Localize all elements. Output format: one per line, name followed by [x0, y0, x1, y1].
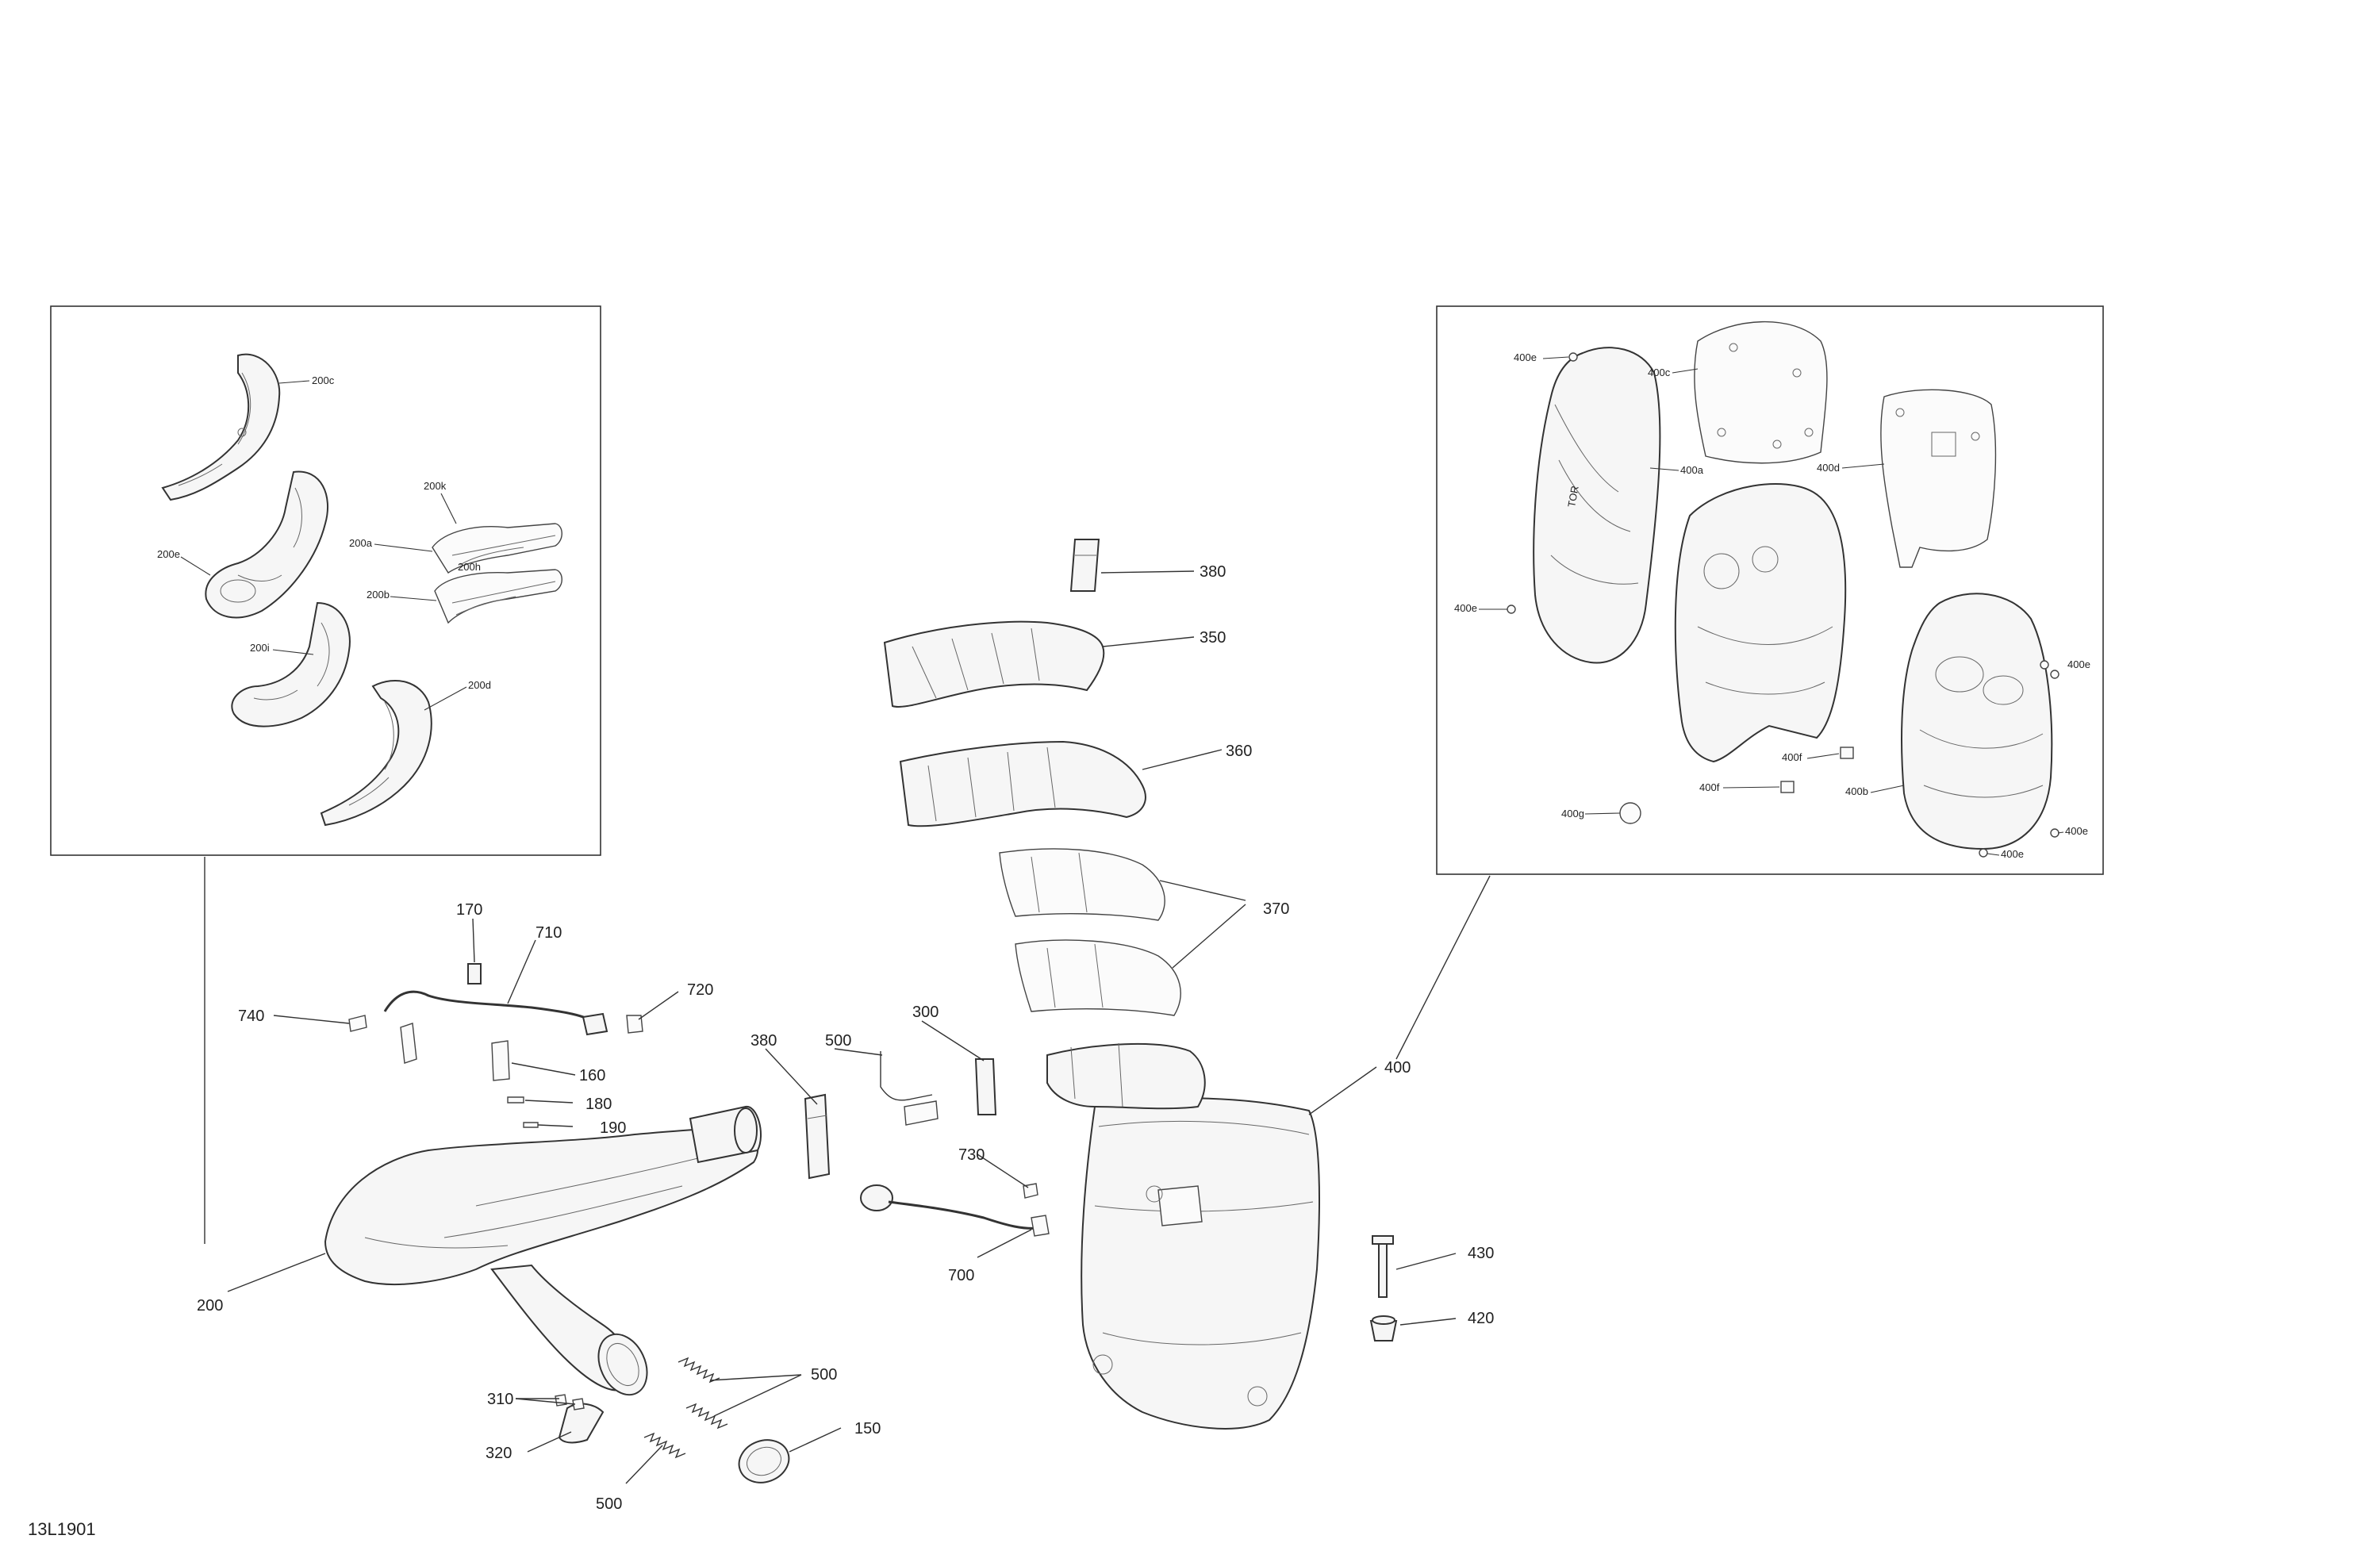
inset-muffler-shields: TOR — [1395, 305, 2104, 1060]
part-150-ring — [738, 1439, 790, 1484]
callout-720: 720 — [687, 981, 713, 999]
callout-150: 150 — [854, 1420, 881, 1437]
callout-400: 400 — [1384, 1059, 1411, 1077]
svg-text:TOR: TOR — [1565, 485, 1580, 508]
part-420-grommet — [1369, 1315, 1398, 1341]
callout-710: 710 — [536, 924, 562, 942]
callout-400c: 400c — [1648, 367, 1671, 378]
part-400-muffler — [1046, 1042, 1320, 1430]
callout-380-top: 380 — [1200, 563, 1226, 581]
callout-500-top: 500 — [825, 1032, 851, 1050]
part-430-bolt — [1372, 1235, 1394, 1298]
cover-400a: TOR — [1533, 347, 1661, 664]
shield-200i — [231, 601, 351, 727]
callout-200e: 200e — [157, 548, 180, 560]
callout-400e-1: 400e — [1514, 351, 1537, 363]
callout-310: 310 — [487, 1391, 513, 1408]
part-700-sensor-tube — [860, 1184, 1050, 1237]
callout-320: 320 — [486, 1445, 512, 1462]
gasket-400c — [1694, 320, 1828, 464]
callout-700: 700 — [948, 1267, 974, 1284]
part-180-screw — [507, 1096, 524, 1104]
housing-400 — [1674, 483, 1847, 763]
callout-200b: 200b — [367, 589, 390, 601]
guard-200b — [434, 569, 562, 624]
callout-400g: 400g — [1561, 808, 1584, 819]
callout-400f-1: 400f — [1782, 751, 1802, 763]
callout-740: 740 — [238, 1008, 264, 1025]
part-380-clamp-lower — [804, 1093, 831, 1180]
callout-500-right: 500 — [811, 1366, 837, 1384]
drawing-id: 13L1901 — [28, 1519, 96, 1539]
fasteners-400 — [1507, 352, 2059, 858]
part-300-clamp — [974, 1058, 997, 1115]
callout-500-bottom: 500 — [596, 1495, 622, 1513]
callout-420: 420 — [1468, 1310, 1494, 1327]
callout-430: 430 — [1468, 1245, 1494, 1262]
callout-370: 370 — [1263, 900, 1289, 918]
shield-200c — [161, 353, 281, 501]
part-200-expansion-chamber — [324, 1106, 762, 1396]
callout-200: 200 — [197, 1297, 223, 1315]
callout-160: 160 — [579, 1067, 605, 1084]
inset-right-link-line — [1395, 875, 1491, 1060]
part-160-bracket — [491, 1040, 510, 1081]
callout-400e-2: 400e — [1454, 602, 1477, 614]
cover-400b — [1901, 593, 2053, 850]
callout-400e-3: 400e — [2067, 658, 2090, 670]
callout-400a: 400a — [1680, 464, 1704, 476]
callout-380-lower: 380 — [750, 1032, 777, 1050]
inset-left-callouts: 200c 200k 200a 200h 200e 200b 200i 200d — [157, 374, 491, 711]
part-500-spring-c — [643, 1432, 686, 1459]
part-710-tube — [383, 990, 608, 1064]
callout-300: 300 — [912, 1004, 939, 1021]
callout-200d: 200d — [468, 679, 491, 691]
part-500-spring-top — [880, 1051, 939, 1126]
shield-200e — [205, 470, 329, 619]
part-500-spring-b — [685, 1403, 728, 1430]
callout-350: 350 — [1200, 629, 1226, 647]
part-170-fitting — [467, 963, 482, 985]
part-190-screw — [523, 1122, 539, 1128]
gasket-400d — [1880, 389, 1997, 568]
callout-180: 180 — [585, 1096, 612, 1113]
callout-400f-2: 400f — [1699, 781, 1720, 793]
inset-heat-shields: 200c 200k 200a 200h 200e 200b 200i 200d — [50, 305, 601, 1244]
inset-right-callouts: 400e 400c 400a 400d 400e 400e 400f 400f … — [1454, 351, 2090, 860]
callout-200c: 200c — [312, 374, 335, 386]
part-360-pipe — [899, 740, 1146, 827]
callout-200i: 200i — [250, 642, 270, 654]
part-370-sleeve-b — [1015, 939, 1181, 1016]
callout-400d: 400d — [1817, 462, 1840, 474]
shield-200d — [320, 679, 432, 827]
callout-190: 190 — [600, 1119, 626, 1137]
part-720-clamp — [626, 1015, 643, 1034]
callout-200a: 200a — [349, 537, 373, 549]
main-exploded-view: 380 350 360 370 170 710 740 720 160 180 … — [197, 539, 1494, 1513]
callout-400b: 400b — [1845, 785, 1868, 797]
main-leaders — [227, 570, 1457, 1484]
inset-right-frame — [1436, 305, 2104, 875]
callout-200k: 200k — [424, 480, 447, 492]
part-500-spring-a — [678, 1357, 720, 1384]
part-370-sleeve-a — [999, 848, 1165, 921]
callout-400e-5: 400e — [2001, 848, 2024, 860]
callout-400e-4: 400e — [2065, 825, 2088, 837]
callout-170: 170 — [456, 901, 482, 919]
part-740-clip — [348, 1015, 367, 1032]
callout-360: 360 — [1226, 743, 1252, 760]
main-callouts: 380 350 360 370 170 710 740 720 160 180 … — [197, 563, 1494, 1513]
part-350-pipe — [883, 620, 1105, 708]
part-380-clamp-top — [1069, 539, 1100, 592]
callout-730: 730 — [958, 1146, 985, 1164]
inset-left-frame — [50, 305, 601, 856]
callout-200h: 200h — [458, 561, 481, 573]
guard-200a — [432, 523, 562, 574]
